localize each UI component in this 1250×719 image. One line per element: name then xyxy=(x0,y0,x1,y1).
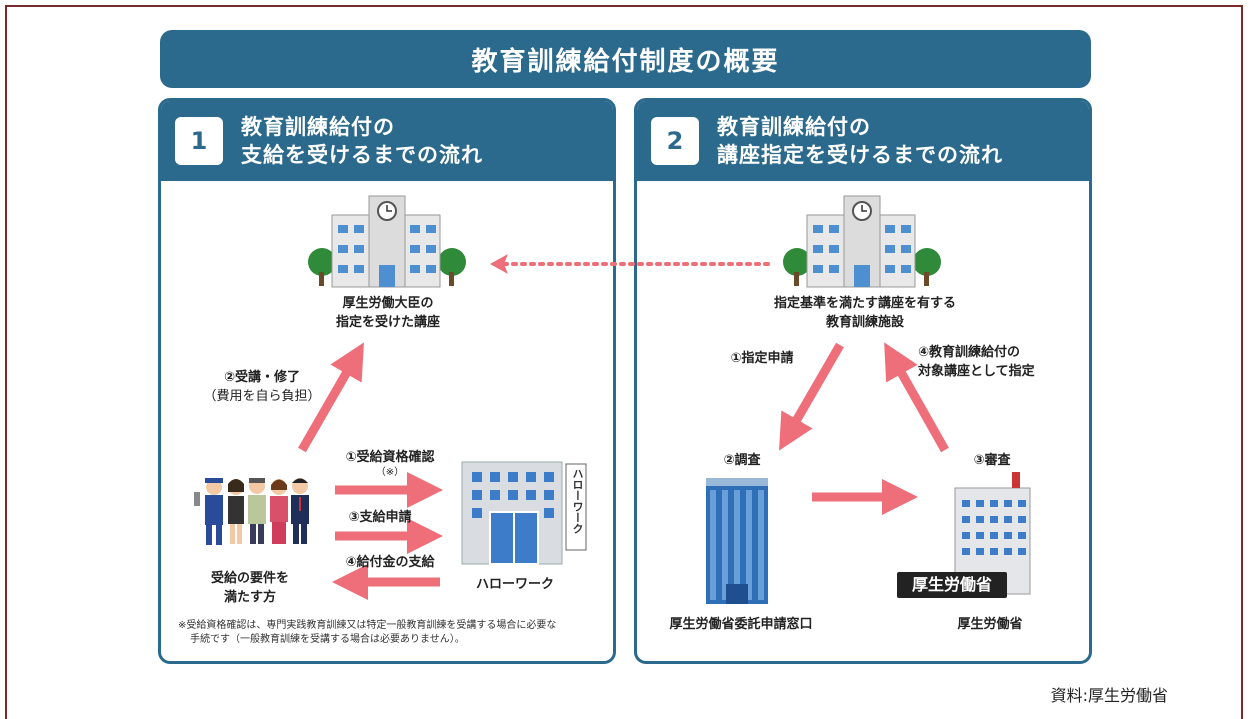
step1-note-mark: （※） xyxy=(375,467,405,478)
panel-title-line1: 教育訓練給付の xyxy=(241,115,395,139)
school-building-icon xyxy=(308,195,466,288)
people-icon xyxy=(194,478,309,545)
panel-title-line1: 教育訓練給付の xyxy=(717,115,871,139)
panel-number: 1 xyxy=(175,117,223,165)
footnote: ※受給資格確認は、専門実践教育訓練又は特定一般教育訓練を受講する場合に必要な 手… xyxy=(178,619,608,647)
investigation-label: ②調査 xyxy=(723,453,761,468)
arrow-designation-granted xyxy=(884,342,949,453)
source-credit: 資料:厚生労働省 xyxy=(1050,686,1168,705)
designation-granted-line1: ④教育訓練給付の xyxy=(918,345,1021,360)
designation-application-label: ①指定申請 xyxy=(730,351,794,366)
step1-eligibility-label: ①受給資格確認 xyxy=(345,450,435,465)
designation-granted-line2: 対象講座として指定 xyxy=(918,364,1035,379)
outer-frame xyxy=(5,5,1243,719)
panel-title: 教育訓練給付の 講座指定を受けるまでの流れ xyxy=(717,113,1003,169)
footnote-line2: 手続です（一般教育訓練を受講する場合は必要ありません）。 xyxy=(190,634,465,645)
facility-label-line2: 教育訓練施設 xyxy=(825,315,904,330)
step4-payment-label: ④給付金の支給 xyxy=(345,555,435,570)
hellowork-label: ハローワーク xyxy=(475,577,554,592)
training-facility-icon xyxy=(783,195,941,288)
panel-title-line2: 講座指定を受けるまでの流れ xyxy=(717,143,1003,167)
designation-granted-label: ④教育訓練給付の 対象講座として指定 xyxy=(918,343,1068,381)
panel-header: 2 教育訓練給付の 講座指定を受けるまでの流れ xyxy=(637,101,1089,181)
facility-label: 指定基準を満たす講座を有する 教育訓練施設 xyxy=(750,294,980,332)
course-label-line1: 厚生労働大臣の xyxy=(342,296,434,311)
hellowork-sign: ハローワーク xyxy=(571,468,584,534)
arrow-designation-application xyxy=(778,342,844,451)
panel-title: 教育訓練給付の 支給を受けるまでの流れ xyxy=(241,113,483,169)
ministry-sign: 厚生労働省 xyxy=(897,572,1007,598)
commissioned-office-building-icon xyxy=(706,478,768,604)
arrow-attend-course xyxy=(298,342,364,453)
panel-designation-flow: 2 教育訓練給付の 講座指定を受けるまでの流れ xyxy=(634,98,1092,664)
people-label-line1: 受給の要件を xyxy=(210,571,289,586)
step3-application-label: ③支給申請 xyxy=(348,510,412,525)
panel-number: 2 xyxy=(651,117,699,165)
review-label: ③審査 xyxy=(973,453,1011,468)
hellowork-building-icon xyxy=(461,461,587,565)
ministry-label: 厚生労働省 xyxy=(957,617,1023,632)
panel-benefit-flow: 1 教育訓練給付の 支給を受けるまでの流れ xyxy=(158,98,616,664)
people-label-line2: 満たす方 xyxy=(223,590,276,605)
commissioned-window-label: 厚生労働省委託申請窓口 xyxy=(669,617,813,632)
dotted-arrow-designation xyxy=(490,254,770,274)
step2-label: ②受講・修了 xyxy=(223,370,300,385)
facility-label-line1: 指定基準を満たす講座を有する xyxy=(773,296,956,311)
course-label-line2: 指定を受けた講座 xyxy=(335,315,440,330)
step2-sublabel: （費用を自ら負担） xyxy=(203,389,321,404)
page-title: 教育訓練給付制度の概要 xyxy=(160,30,1091,88)
course-label: 厚生労働大臣の 指定を受けた講座 xyxy=(320,294,456,332)
panel-title-line2: 支給を受けるまでの流れ xyxy=(241,143,483,167)
panel-header: 1 教育訓練給付の 支給を受けるまでの流れ xyxy=(161,101,613,181)
people-label: 受給の要件を 満たす方 xyxy=(200,569,300,607)
footnote-line1: ※受給資格確認は、専門実践教育訓練又は特定一般教育訓練を受講する場合に必要な xyxy=(178,620,557,631)
